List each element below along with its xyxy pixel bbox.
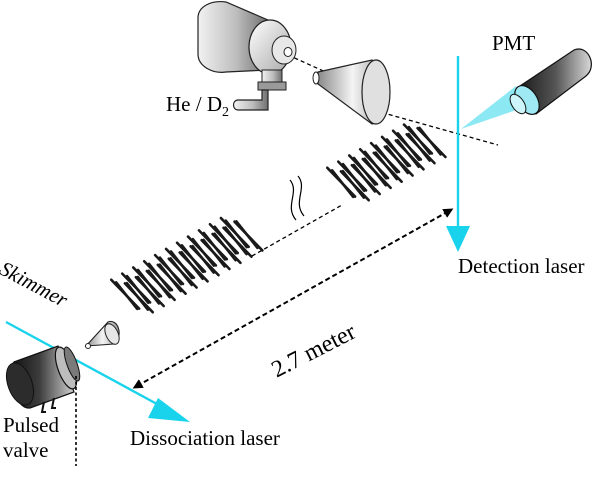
gas-label-main: He / D [166,92,222,116]
dissociation-laser-arrowhead [148,398,190,422]
pulsed-valve-label-line2: valve [3,438,49,462]
pulsed-valve-label-line1: Pulsed [3,413,60,437]
detection-laser-label: Detection laser [458,254,585,278]
electrode-rod [372,151,403,183]
electrode-rod [325,166,357,198]
pmt-detector [509,48,592,115]
pmt-label: PMT [492,31,536,55]
ion-funnel-cone [312,59,391,125]
gas-label: He / D2 [166,94,229,120]
electrode-rod [339,170,371,202]
electrode-rod [391,129,423,161]
electrode-rod [416,126,447,159]
decelerator-stack-left [109,216,264,314]
distance-arrow [132,208,454,389]
electrode-rod [394,139,425,171]
dissociation-laser-label: Dissociation laser [130,426,280,450]
electrode-rod [369,141,401,174]
break-symbol [289,179,297,221]
detection-laser-arrowhead [446,226,470,252]
pulsed-valve [5,345,81,413]
skimmer [84,320,120,349]
break-symbol-2 [297,175,305,217]
decelerator-stack-right [325,123,447,202]
electrode-rod [347,154,379,186]
gas-source-cylinder [197,1,297,111]
beam-axis-middle [251,204,343,257]
electrode-rod [383,145,414,177]
gas-label-subscript: 2 [222,105,229,121]
electrode-rod [358,147,390,180]
electrode-rod [361,157,392,190]
electrode-rod [380,135,412,168]
electrode-rod [402,123,434,155]
electrode-rod [336,160,368,192]
electrode-rod [350,163,381,196]
dissociation-laser-beam [5,320,169,412]
electrode-rod [405,133,436,165]
